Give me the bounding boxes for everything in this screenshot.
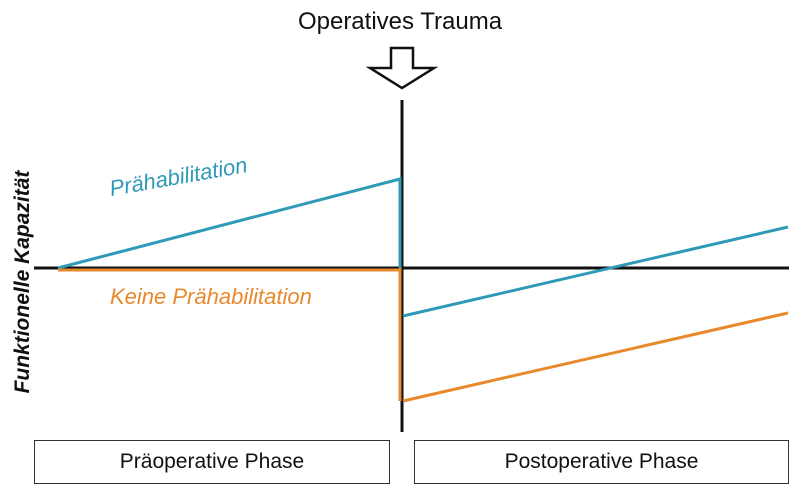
phase-preoperative-label: Präoperative Phase <box>119 450 305 473</box>
phase-postoperative: Postoperative Phase <box>414 440 789 484</box>
prehab-line <box>57 177 402 270</box>
prehab-post-line <box>402 225 789 318</box>
phase-postoperative-label: Postoperative Phase <box>504 450 699 473</box>
y-axis-label: Funktionelle Kapazität <box>11 170 34 394</box>
no-prehab-post-line <box>402 311 789 403</box>
series-label-no-prehab: Keine Prähabilitation <box>110 284 312 309</box>
down-arrow-icon <box>365 46 439 90</box>
diagram-title: Operatives Trauma <box>297 8 503 35</box>
phase-preoperative: Präoperative Phase <box>34 440 390 484</box>
